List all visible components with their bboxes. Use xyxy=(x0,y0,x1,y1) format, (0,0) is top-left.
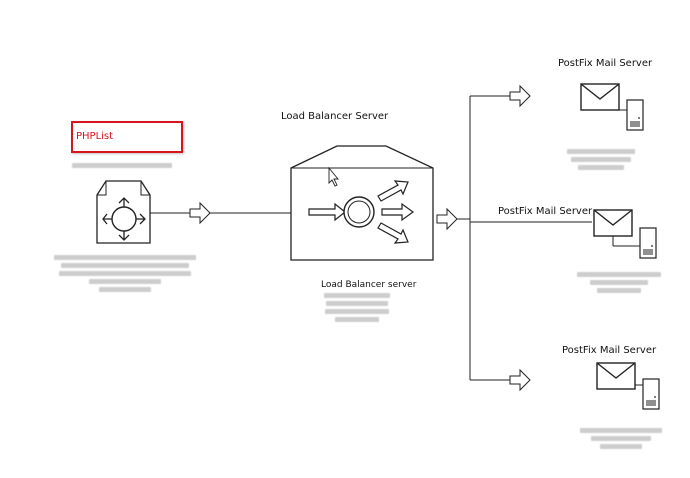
redacted-text xyxy=(578,428,664,452)
load-balancer-icon xyxy=(290,145,434,261)
redacted-text xyxy=(565,149,637,173)
lb-arrow-icon xyxy=(436,208,458,230)
mail-server-icon xyxy=(626,99,644,131)
redacted-text xyxy=(322,293,392,325)
mail-server-icon xyxy=(639,227,657,259)
redacted-text xyxy=(72,163,172,171)
redacted-text xyxy=(52,255,197,295)
mouse-cursor-icon xyxy=(328,166,339,187)
branch-top-arrow-icon xyxy=(509,85,531,107)
mail-server-label: PostFix Mail Server xyxy=(558,58,653,69)
mail-envelope-icon xyxy=(596,362,636,390)
redacted-text xyxy=(576,272,662,296)
load-balancer-title: Load Balancer Server xyxy=(281,111,389,122)
branch-bottom-arrow-icon xyxy=(509,369,531,391)
phplist-label: PHPList xyxy=(76,131,114,142)
phplist-node[interactable]: PHPList xyxy=(71,121,183,153)
load-balancer-caption: Load Balancer server xyxy=(321,280,417,290)
phplist-device-icon xyxy=(96,180,151,244)
mail-envelope-icon xyxy=(593,209,633,237)
mail-server-label: PostFix Mail Server xyxy=(498,206,593,217)
mail-server-icon xyxy=(642,378,660,410)
mail-envelope-icon xyxy=(580,83,620,111)
phplist-arrow-icon xyxy=(189,202,211,224)
mail-server-label: PostFix Mail Server xyxy=(562,345,657,356)
